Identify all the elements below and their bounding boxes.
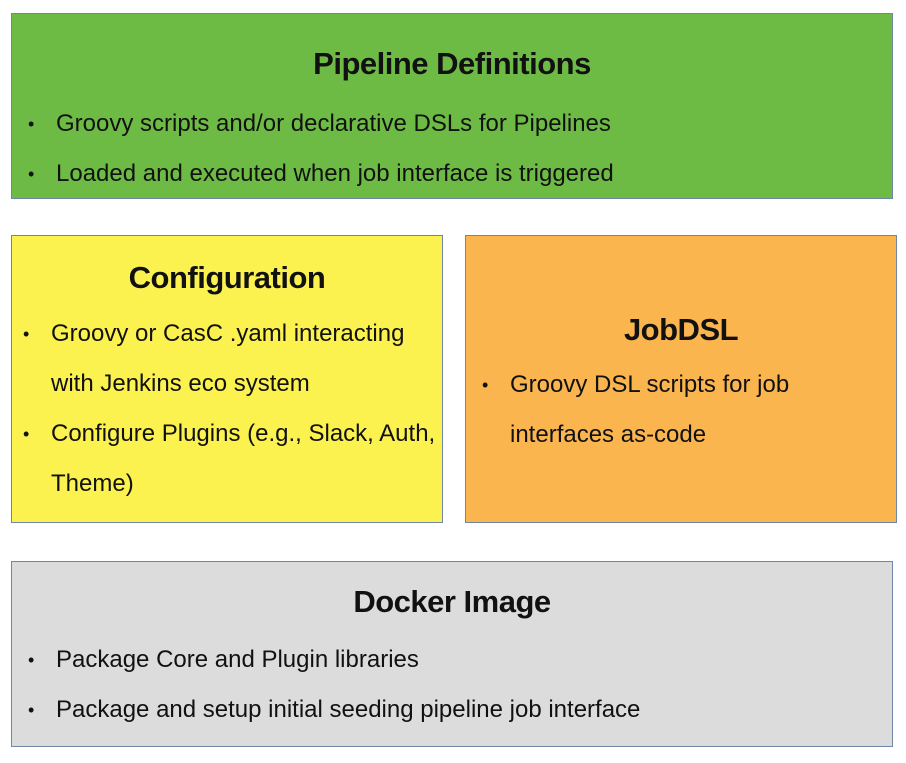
- bullet-icon: •: [28, 114, 35, 134]
- configuration-list: • Groovy or CasC .yaml interacting with …: [17, 309, 437, 509]
- bullet-icon: •: [23, 424, 30, 444]
- jobdsl-title: JobDSL: [623, 312, 739, 347]
- list-item-text: Configure Plugins (e.g., Slack, Auth, Th…: [51, 420, 436, 497]
- jobdsl-box: JobDSL • Groovy DSL scripts for job inte…: [465, 235, 897, 523]
- pipeline-definitions-list: • Groovy scripts and/or declarative DSLs…: [22, 99, 882, 199]
- configuration-title: Configuration: [128, 260, 326, 295]
- bullet-icon: •: [28, 650, 35, 670]
- jobdsl-list: • Groovy DSL scripts for job interfaces …: [476, 360, 886, 460]
- list-item-text: Loaded and executed when job interface i…: [56, 160, 614, 187]
- docker-image-box: Docker Image • Package Core and Plugin l…: [11, 561, 893, 747]
- list-item: • Package Core and Plugin libraries: [22, 635, 882, 685]
- list-item-text: Groovy or CasC .yaml interacting with Je…: [51, 320, 405, 397]
- configuration-box: Configuration • Groovy or CasC .yaml int…: [11, 235, 443, 523]
- list-item: • Groovy scripts and/or declarative DSLs…: [22, 99, 882, 149]
- pipeline-definitions-title: Pipeline Definitions: [313, 46, 591, 81]
- bullet-icon: •: [23, 324, 30, 344]
- list-item: • Groovy DSL scripts for job interfaces …: [476, 360, 886, 460]
- list-item-text: Groovy scripts and/or declarative DSLs f…: [56, 110, 611, 137]
- pipeline-definitions-box: Pipeline Definitions • Groovy scripts an…: [11, 13, 893, 199]
- list-item-text: Groovy DSL scripts for job interfaces as…: [510, 371, 790, 448]
- list-item-text: Package Core and Plugin libraries: [56, 646, 419, 673]
- list-item: • Loaded and executed when job interface…: [22, 149, 882, 199]
- docker-image-list: • Package Core and Plugin libraries • Pa…: [22, 635, 882, 735]
- list-item: • Groovy or CasC .yaml interacting with …: [17, 309, 437, 409]
- list-item: • Configure Plugins (e.g., Slack, Auth, …: [17, 409, 437, 509]
- docker-image-title: Docker Image: [353, 584, 551, 619]
- list-item-text: Package and setup initial seeding pipeli…: [56, 696, 641, 723]
- bullet-icon: •: [482, 375, 489, 395]
- bullet-icon: •: [28, 164, 35, 184]
- bullet-icon: •: [28, 700, 35, 720]
- list-item: • Package and setup initial seeding pipe…: [22, 685, 882, 735]
